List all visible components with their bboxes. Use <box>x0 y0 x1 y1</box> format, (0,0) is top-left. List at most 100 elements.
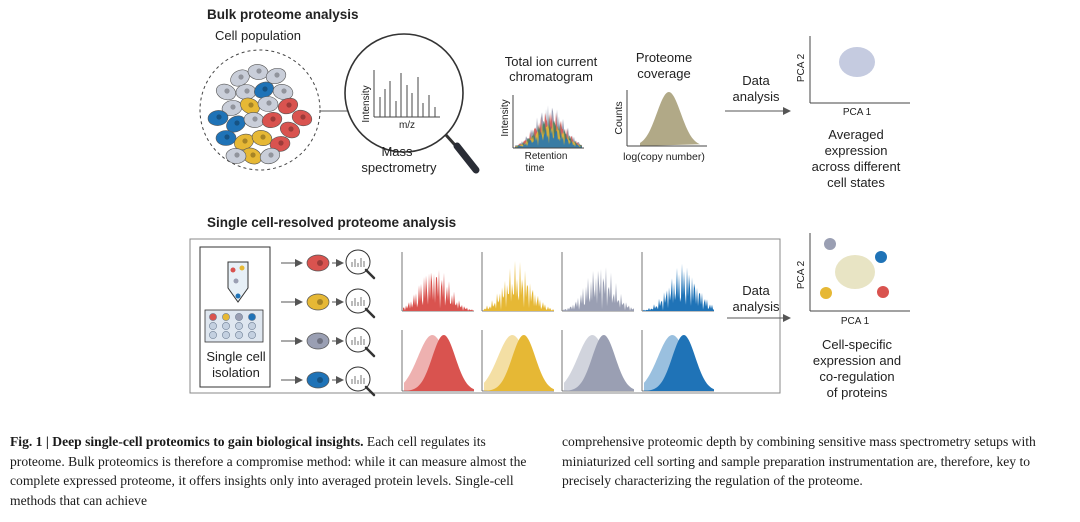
cell-nucleus <box>317 299 323 305</box>
coverage-xlabel: log(copy number) <box>623 151 705 163</box>
bulk-pca-y: PCA 2 <box>796 53 807 82</box>
ms-ylabel: Intensity <box>361 85 372 122</box>
cell-population-label: Cell population <box>215 28 301 43</box>
well <box>209 322 217 330</box>
isolation-label-1: Single cell <box>206 349 265 364</box>
single-result-4: of proteins <box>827 385 888 400</box>
coverage-title-1: Proteome <box>636 50 692 65</box>
magnifier-handle <box>364 268 376 280</box>
bulk-section-title: Bulk proteome analysis <box>207 7 359 22</box>
cell <box>280 121 300 139</box>
isolation-label-2: isolation <box>212 365 260 380</box>
spectrum-trace <box>643 263 714 311</box>
well <box>222 322 230 330</box>
tic-chart <box>512 95 584 149</box>
cell-population-icon <box>199 49 321 171</box>
cell-nucleus <box>317 377 323 383</box>
cell-nucleus <box>281 88 287 94</box>
cell-nucleus <box>288 126 294 132</box>
cell-nucleus <box>224 134 230 140</box>
caption-fig-label: Fig. 1 | Deep single-cell proteomics to … <box>10 434 364 449</box>
cell <box>215 130 237 146</box>
caption-left-text: Each cell regulates its proteome. Bulk p… <box>10 434 527 508</box>
cell-nucleus <box>260 134 266 140</box>
bulk-result-4: cell states <box>827 175 885 190</box>
well <box>248 313 256 321</box>
single-cell <box>306 332 330 350</box>
single-section-title: Single cell-resolved proteome analysis <box>207 215 456 230</box>
ms-xlabel: m/z <box>399 120 415 131</box>
spectrum-trace <box>403 269 474 311</box>
single-result-1: Cell-specific <box>822 337 893 352</box>
cell <box>257 96 279 112</box>
cell-nucleus <box>317 260 323 266</box>
cluster-grey <box>824 238 836 250</box>
cluster-yellow <box>820 287 832 299</box>
small-magnifier-icon <box>345 327 371 353</box>
cell-nucleus <box>256 68 262 74</box>
tic-ylabel: Intensity <box>500 99 511 136</box>
cluster-red <box>877 286 889 298</box>
bulk-pca-plot <box>809 36 910 104</box>
small-magnifier-icon <box>345 288 371 314</box>
single-central-cluster <box>835 255 875 289</box>
single-data-analysis-2: analysis <box>733 299 780 314</box>
well <box>209 313 217 321</box>
magnifier-handle <box>364 385 376 397</box>
well <box>222 313 230 321</box>
cell-nucleus <box>248 102 254 108</box>
cell-nucleus <box>278 140 284 146</box>
bulk-pca-x: PCA 1 <box>843 107 872 118</box>
magnifier-handle <box>364 307 376 319</box>
single-cell <box>306 371 330 389</box>
spectrum-trace <box>563 267 634 311</box>
cell <box>259 147 281 165</box>
cell-nucleus <box>238 74 244 80</box>
well <box>248 322 256 330</box>
bulk-result-2: expression <box>825 143 888 158</box>
cell-nucleus <box>234 152 240 158</box>
caption-right: comprehensive proteomic depth by combini… <box>562 434 1036 488</box>
single-result-2: expression and <box>813 353 901 368</box>
mass-spec-label-1: Mass <box>381 144 413 159</box>
cell-nucleus <box>266 100 272 106</box>
well <box>235 322 243 330</box>
caption-left: Fig. 1 | Deep single-cell proteomics to … <box>10 432 530 510</box>
cell-nucleus <box>268 152 274 158</box>
cell-nucleus <box>244 88 250 94</box>
cell <box>225 148 247 164</box>
small-magnifier-icon <box>345 366 371 392</box>
cell <box>277 97 299 115</box>
tube-icon <box>227 261 249 303</box>
magnifier-handle <box>364 346 376 358</box>
coverage-ylabel: Counts <box>613 101 625 134</box>
cell <box>291 109 313 127</box>
cell <box>240 97 260 115</box>
cell-nucleus <box>262 86 268 92</box>
dist-curve <box>564 335 634 391</box>
single-data-analysis-1: Data <box>742 283 770 298</box>
cell-nucleus <box>270 116 276 122</box>
bulk-data-analysis-2: analysis <box>733 89 780 104</box>
well-plate-icon <box>204 309 264 343</box>
cell <box>269 136 291 152</box>
dist-curve <box>484 335 554 391</box>
tic-xlabel-1: Retention <box>525 151 568 162</box>
bulk-data-analysis-1: Data <box>742 73 770 88</box>
cell-nucleus <box>252 116 258 122</box>
well <box>248 331 256 339</box>
cell <box>207 110 229 126</box>
bulk-result-1: Averaged <box>828 127 883 142</box>
mass-spec-label-2: spectrometry <box>361 160 437 175</box>
tic-xlabel-2: time <box>526 163 545 174</box>
well <box>235 313 243 321</box>
coverage-chart <box>626 90 707 147</box>
cell <box>272 84 294 100</box>
tic-title-1: Total ion current <box>505 54 598 69</box>
well <box>235 331 243 339</box>
cell <box>215 83 237 101</box>
cell-nucleus <box>242 138 248 144</box>
cell-nucleus <box>250 152 256 158</box>
single-pca-plot <box>809 233 910 312</box>
cell-nucleus <box>216 114 222 120</box>
